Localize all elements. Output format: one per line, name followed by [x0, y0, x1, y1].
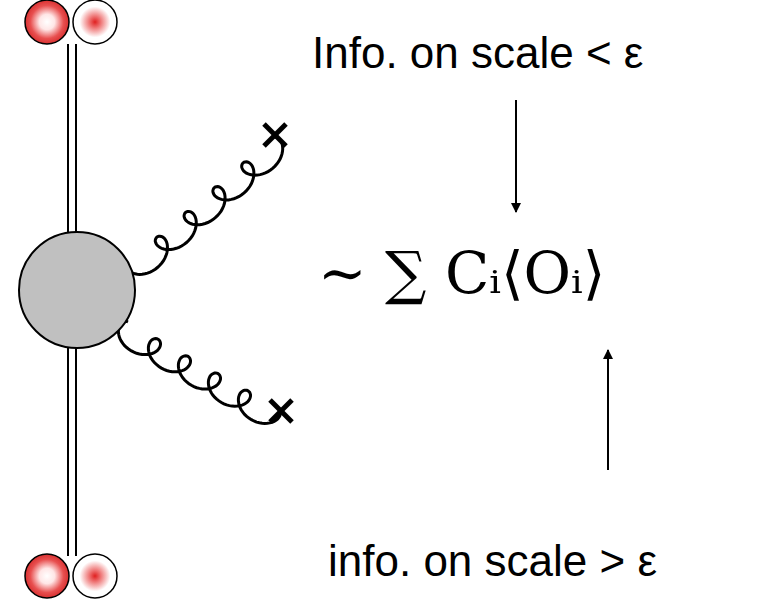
annotation-text: Info. on scale < ε — [312, 28, 643, 79]
cross-mark — [270, 400, 292, 422]
quark-circle — [73, 554, 117, 598]
annotation-text: info. on scale > ε — [328, 536, 657, 587]
cross-mark — [264, 124, 286, 146]
quark-circle — [25, 0, 69, 44]
gluon-line — [118, 321, 280, 423]
quark-circle — [25, 554, 69, 598]
quark-circle — [73, 0, 117, 44]
vertex-blob — [19, 232, 135, 348]
formula-text: ∼ ∑ Cᵢ⟨Oᵢ⟩ — [318, 240, 605, 307]
pointer-arrow — [515, 100, 517, 212]
pointer-arrow — [607, 350, 609, 470]
gluon-line — [127, 137, 283, 274]
